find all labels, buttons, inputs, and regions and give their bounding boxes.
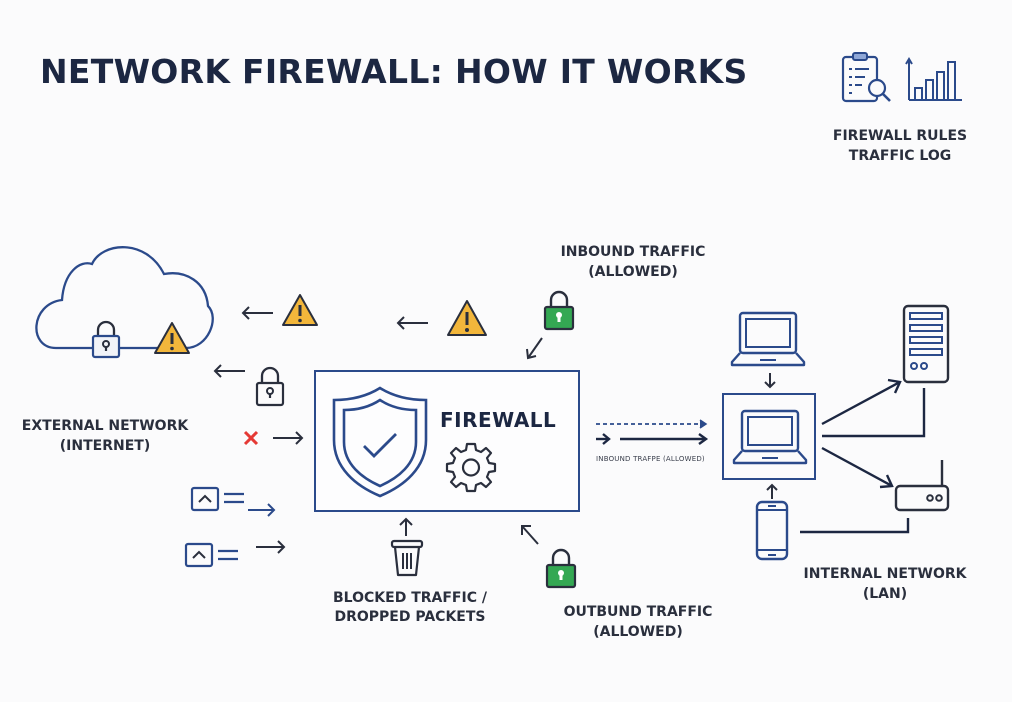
laptop-icon [730,311,806,367]
outbound-traffic-sublabel: (ALLOWED) [593,624,683,640]
warning-icon [282,294,318,326]
lan-hub-box [722,393,816,480]
inbound-flow-arrows [596,419,709,445]
server-icon [902,304,950,384]
blocked-x-icon [243,430,259,446]
firewall-box [314,370,580,512]
arrow-up-icon [399,517,413,536]
clipboard-search-icon [841,52,891,103]
router-icon [894,460,950,512]
warning-icon [447,300,487,336]
traffic-log-label: TRAFFIC LOG [848,148,952,164]
external-network-label: EXTERNAL NETWORK [21,418,189,434]
arrow-down-left-icon [526,337,543,360]
inbound-traffic-small-label: INBOUND TRAFPE (ALLOWED) [596,455,705,463]
arrow-up-icon [766,483,778,499]
trash-icon [390,539,424,577]
internal-network-label: INTERNAL NETWORK [803,566,967,582]
arrow-up-left-icon [521,525,539,545]
inbound-traffic-label: INBOUND TRAFFIC [560,244,706,260]
firewall-label: FIREWALL [440,408,557,432]
outbound-traffic-label: OUTBUND TRAFFIC [563,604,713,620]
page-title: NETWORK FIREWALL: HOW IT WORKS [40,52,748,91]
lock-icon [91,320,121,359]
lock-icon [255,366,285,407]
packet-icon [190,486,276,517]
arrow-right-icon [273,431,304,445]
lock-allowed-icon [543,290,575,331]
arrow-down-icon [764,373,776,389]
arrow-left-icon [396,316,428,330]
firewall-rules-label: FIREWALL RULES [832,128,968,144]
lock-allowed-icon [545,548,577,589]
laptop-icon [732,409,808,465]
inbound-traffic-sublabel: (ALLOWED) [588,264,678,280]
cloud-icon [35,246,214,350]
gear-icon [445,442,497,493]
warning-icon [154,322,190,354]
internal-network-sublabel: (LAN) [862,586,908,602]
arrow-left-icon [213,364,245,378]
phone-router-connector [800,518,910,534]
dropped-packets-label: DROPPED PACKETS [334,609,486,625]
packet-icon [184,540,286,568]
lan-connectors [821,378,926,489]
phone-icon [755,500,789,561]
shield-check-icon [332,386,428,498]
external-network-sublabel: (INTERNET) [59,438,151,454]
blocked-traffic-label: BLOCKED TRAFFIC / [333,590,487,606]
arrow-left-icon [241,306,273,320]
bar-chart-icon [905,57,962,101]
